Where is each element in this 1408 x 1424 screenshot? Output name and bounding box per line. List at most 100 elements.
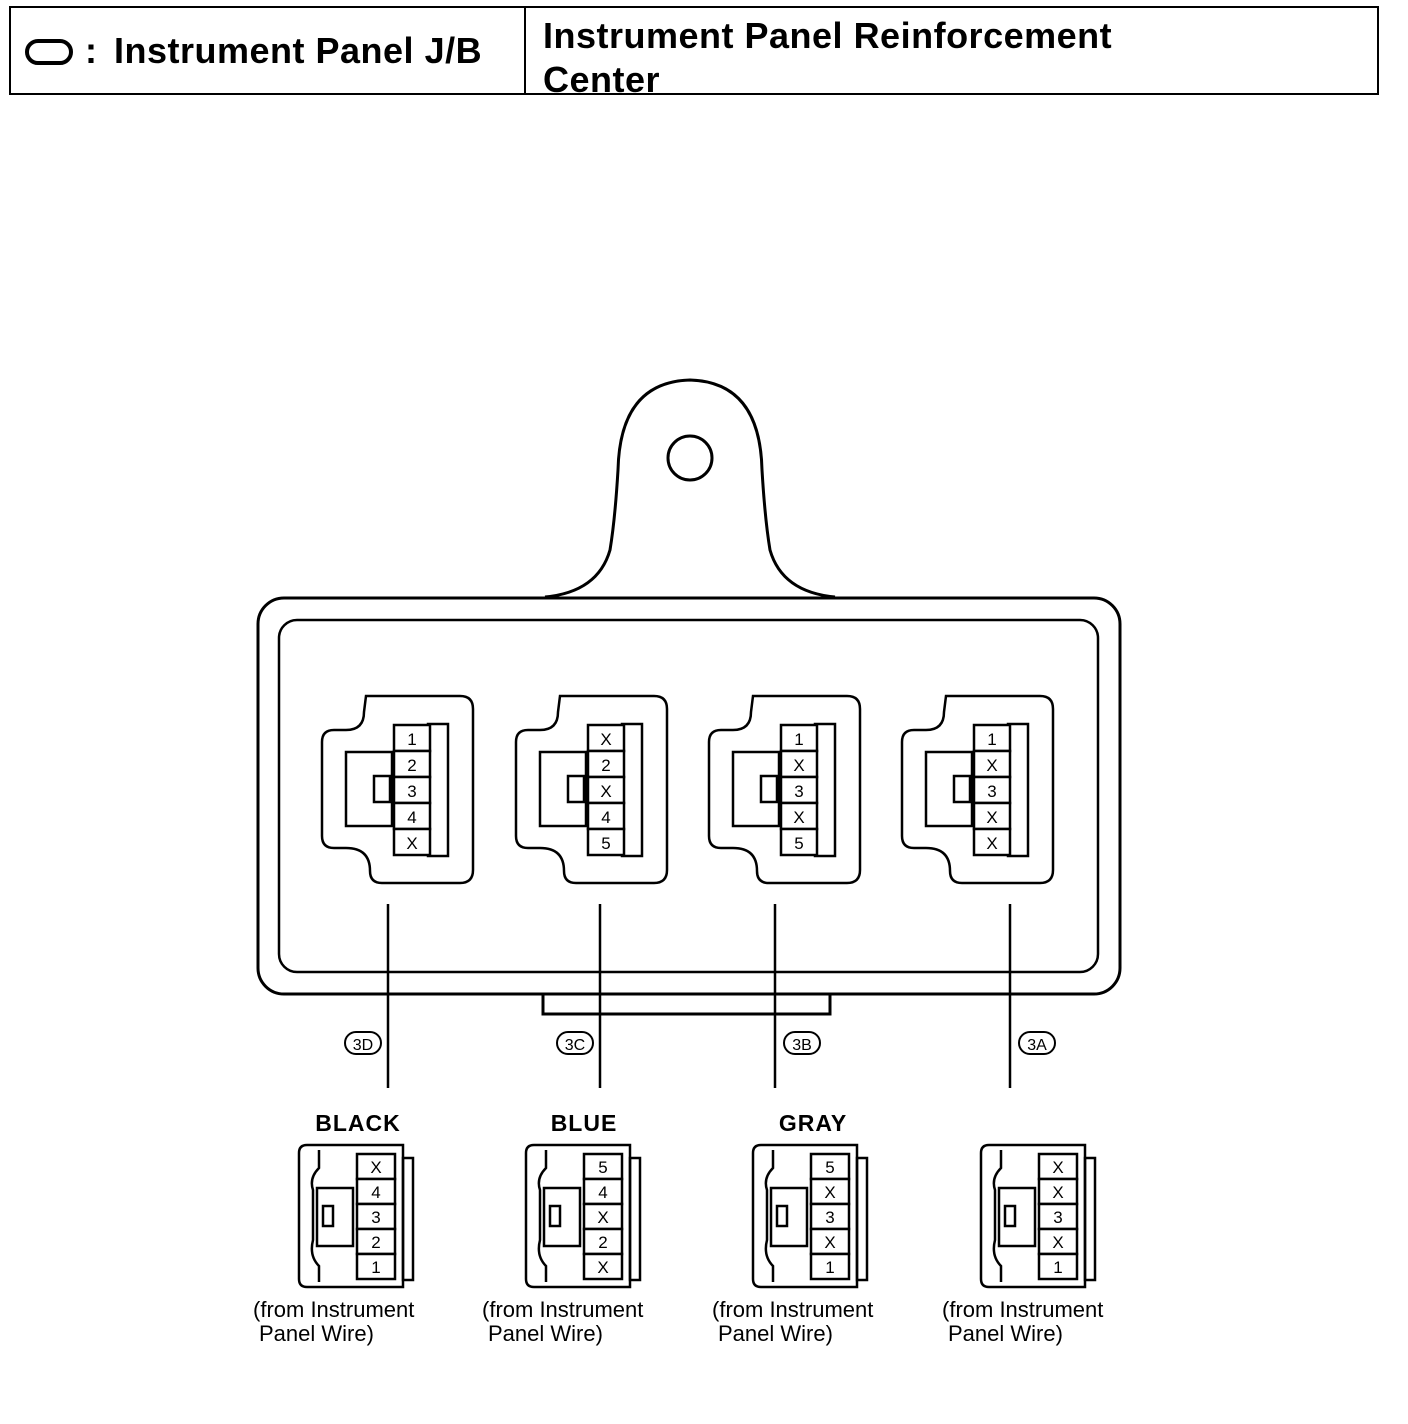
pin-label: 1: [825, 1258, 834, 1277]
pin-cell: [809, 1202, 851, 1231]
pin-cell: [586, 749, 626, 779]
badge-outline: [1018, 1031, 1056, 1055]
pin-cell: [1037, 1227, 1079, 1256]
jb-outer-body: [256, 596, 1122, 996]
pin-label: X: [406, 834, 417, 853]
pin-cell: [392, 775, 432, 805]
pin-cell: [779, 749, 819, 779]
pin-label: 4: [598, 1183, 607, 1202]
mating-rail: [628, 1156, 642, 1282]
connector-note: (from Instrument Panel Wire): [942, 1297, 1104, 1346]
pin-label: X: [597, 1258, 608, 1277]
pin-label: X: [1052, 1158, 1063, 1177]
mating-latch: [315, 1186, 355, 1248]
socket-housing: [900, 694, 1055, 885]
pin-label: X: [1052, 1183, 1063, 1202]
pin-cell: [779, 775, 819, 805]
pin-label: 3: [371, 1208, 380, 1227]
pin-label: X: [793, 808, 804, 827]
connector-color-label: GRAY: [778, 1110, 848, 1136]
pin-label: X: [370, 1158, 381, 1177]
pin-label: 2: [598, 1233, 607, 1252]
badge-outline: [344, 1031, 382, 1055]
pin-cell: [1037, 1252, 1079, 1281]
location-line-1: Instrument Panel Reinforcement: [543, 15, 1113, 56]
pin-label: X: [824, 1183, 835, 1202]
pin-label: 5: [598, 1158, 607, 1177]
connector-color-label: BLACK: [315, 1110, 401, 1136]
mating-contour: [992, 1150, 1003, 1282]
socket-lock: [952, 774, 972, 804]
socket-latch: [924, 750, 974, 828]
badge-outline: [783, 1031, 821, 1055]
junction-block-symbol-icon: [25, 39, 73, 65]
connector-note: (from Instrument Panel Wire): [253, 1297, 415, 1346]
mating-rail: [1083, 1156, 1097, 1282]
mating-lock: [548, 1204, 562, 1228]
header-bar: : Instrument Panel J/B Instrument Panel …: [9, 6, 1379, 100]
legend-title: Instrument Panel J/B: [114, 30, 483, 71]
pin-label: 2: [407, 756, 416, 775]
connector-code-badge: 3D: [344, 1031, 382, 1055]
mating-housing: [297, 1143, 405, 1289]
pin-label: 2: [371, 1233, 380, 1252]
socket-housing: [514, 694, 669, 885]
socket-lock: [759, 774, 779, 804]
socket-latch: [538, 750, 588, 828]
jb-socket-3d: 1 2 3 4X: [320, 694, 475, 885]
pin-cell: [355, 1152, 397, 1181]
connector-note: (from Instrument Panel Wire): [712, 1297, 874, 1346]
mating-contour: [310, 1150, 321, 1282]
pin-label: 2: [601, 756, 610, 775]
jb-inner-face: [277, 618, 1100, 974]
pin-label: 1: [407, 730, 416, 749]
pin-cell: [392, 749, 432, 779]
mating-rail: [855, 1156, 869, 1282]
mating-lock: [321, 1204, 335, 1228]
pin-cell: [972, 827, 1012, 857]
mounting-tab: [544, 378, 836, 599]
pin-cell: [392, 827, 432, 857]
pin-cell: [809, 1252, 851, 1281]
connector-color-label: BLUE: [550, 1110, 618, 1136]
badge-code: 3C: [565, 1037, 585, 1054]
pin-label: X: [793, 756, 804, 775]
pin-cell: [1037, 1202, 1079, 1231]
pin-label: 3: [987, 782, 996, 801]
connector-note: (from Instrument Panel Wire): [482, 1297, 644, 1346]
socket-lock: [372, 774, 392, 804]
mating-lock: [775, 1204, 789, 1228]
pin-cell: [972, 801, 1012, 831]
pin-label: 4: [407, 808, 416, 827]
pin-cell: [582, 1252, 624, 1281]
pin-label: X: [600, 730, 611, 749]
badge-code: 3D: [353, 1037, 373, 1054]
badge-outline: [556, 1031, 594, 1055]
pin-label: X: [986, 756, 997, 775]
pin-label: X: [986, 834, 997, 853]
pin-label: 3: [407, 782, 416, 801]
mating-housing: [979, 1143, 1087, 1289]
location-line-2: Center: [543, 59, 661, 100]
connector-code-badge: 3A: [1018, 1031, 1056, 1055]
pin-label: 1: [987, 730, 996, 749]
pin-label: 1: [794, 730, 803, 749]
bottom-tab: [541, 994, 832, 1016]
mating-latch: [542, 1186, 582, 1248]
legend-colon: :: [85, 30, 97, 71]
pin-label: 4: [371, 1183, 380, 1202]
pin-label: 5: [601, 834, 610, 853]
socket-housing: [707, 694, 862, 885]
mating-contour: [764, 1150, 775, 1282]
mating-latch: [997, 1186, 1037, 1248]
mating-housing: [524, 1143, 632, 1289]
pin-cell: [582, 1202, 624, 1231]
pin-cell: [355, 1252, 397, 1281]
